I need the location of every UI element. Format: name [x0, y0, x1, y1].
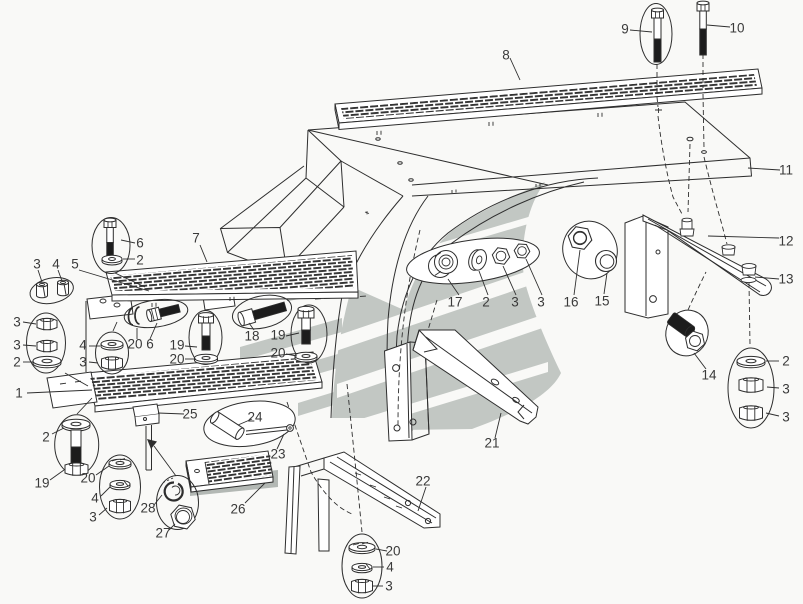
- svg-text:4: 4: [52, 257, 60, 272]
- svg-text:3: 3: [385, 579, 393, 594]
- svg-text:2: 2: [42, 430, 50, 445]
- svg-text:25: 25: [182, 407, 197, 422]
- svg-text:8: 8: [502, 48, 510, 63]
- svg-text:3: 3: [511, 295, 519, 310]
- svg-text:27: 27: [155, 526, 170, 541]
- svg-text:6: 6: [146, 337, 154, 352]
- svg-text:18: 18: [244, 329, 259, 344]
- svg-text:12: 12: [778, 234, 793, 249]
- svg-text:13: 13: [778, 272, 793, 287]
- svg-text:23: 23: [270, 447, 285, 462]
- svg-text:19: 19: [169, 338, 184, 353]
- svg-text:3: 3: [89, 510, 97, 525]
- svg-text:3: 3: [537, 295, 545, 310]
- svg-text:5: 5: [71, 257, 79, 272]
- svg-text:22: 22: [415, 474, 430, 489]
- svg-text:3: 3: [33, 257, 41, 272]
- svg-text:11: 11: [779, 163, 793, 178]
- svg-text:3: 3: [79, 355, 87, 370]
- svg-text:3: 3: [782, 410, 790, 425]
- svg-text:10: 10: [729, 21, 744, 36]
- svg-text:1: 1: [15, 386, 23, 401]
- svg-text:20: 20: [385, 544, 400, 559]
- svg-text:21: 21: [484, 436, 499, 451]
- svg-text:2: 2: [482, 295, 490, 310]
- svg-text:3: 3: [13, 315, 21, 330]
- svg-text:4: 4: [386, 560, 394, 575]
- svg-text:20: 20: [270, 346, 285, 361]
- svg-text:7: 7: [192, 231, 200, 246]
- svg-text:4: 4: [79, 338, 87, 353]
- svg-text:14: 14: [701, 368, 717, 383]
- svg-text:28: 28: [140, 501, 155, 516]
- svg-text:16: 16: [563, 295, 578, 310]
- svg-text:9: 9: [621, 22, 629, 37]
- svg-text:2: 2: [782, 354, 790, 369]
- svg-text:2: 2: [13, 355, 21, 370]
- svg-text:6: 6: [136, 236, 144, 251]
- svg-text:19: 19: [34, 476, 49, 491]
- svg-text:24: 24: [247, 410, 263, 425]
- svg-text:3: 3: [782, 382, 790, 397]
- svg-text:19: 19: [270, 328, 285, 343]
- svg-text:20: 20: [169, 352, 184, 367]
- svg-text:20: 20: [80, 471, 95, 486]
- svg-text:20: 20: [127, 337, 142, 352]
- svg-text:17: 17: [447, 295, 462, 310]
- svg-text:2: 2: [136, 253, 144, 268]
- svg-text:15: 15: [594, 294, 609, 309]
- svg-text:4: 4: [91, 491, 99, 506]
- svg-text:26: 26: [230, 502, 245, 517]
- svg-text:3: 3: [13, 338, 21, 353]
